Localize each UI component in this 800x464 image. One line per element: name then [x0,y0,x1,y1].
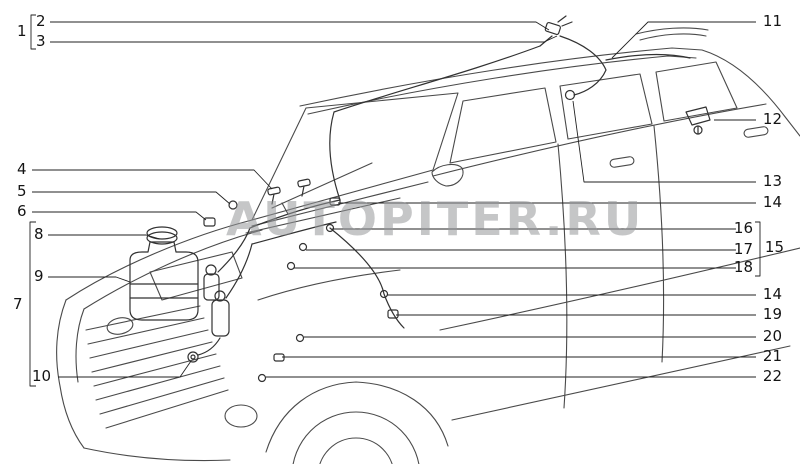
callout-2: 2 [36,12,46,30]
callout-18: 18 [733,258,753,276]
callout-19: 19 [762,305,782,323]
callout-14b: 14 [762,285,782,303]
callout-5: 5 [17,182,27,200]
callout-8: 8 [34,225,44,243]
washer-system [129,15,711,383]
callout-4: 4 [17,160,27,178]
callout-1: 1 [17,22,27,40]
callout-9: 9 [34,267,44,285]
callout-16: 16 [733,219,753,237]
callout-17: 17 [733,240,753,258]
callout-15: 15 [764,238,784,256]
callout-6: 6 [17,202,27,220]
car-body [56,27,800,464]
leader-lines [29,14,761,387]
callout-7: 7 [13,295,23,313]
callout-22: 22 [762,367,782,385]
callout-20: 20 [762,327,782,345]
callout-11: 11 [762,12,782,30]
callout-14a: 14 [762,193,782,211]
callout-12: 12 [762,110,782,128]
callout-21: 21 [762,347,782,365]
callout-13: 13 [762,172,782,190]
callout-3: 3 [36,32,46,50]
callout-10: 10 [32,367,52,385]
